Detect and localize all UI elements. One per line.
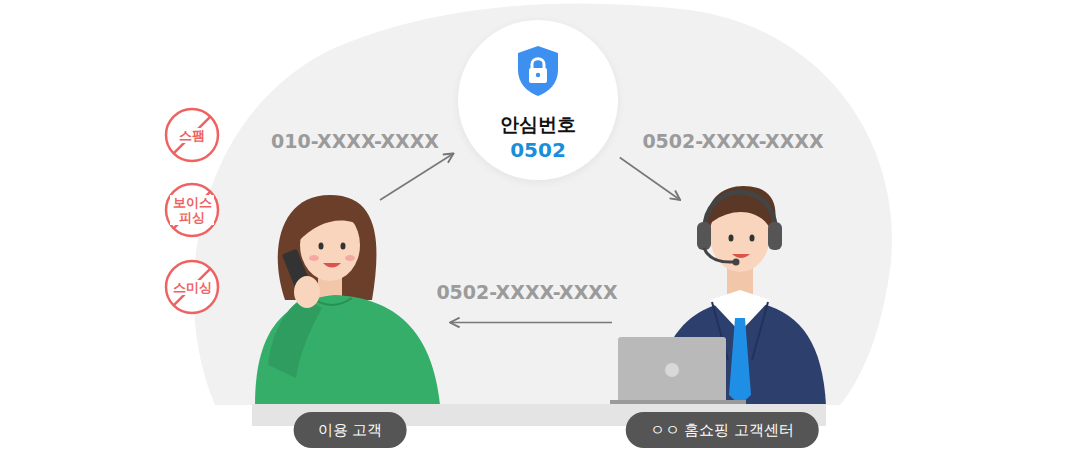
hub-number: 0502	[510, 136, 566, 164]
prohibition-badge: 보이스 피싱	[164, 182, 220, 238]
eye	[729, 235, 734, 242]
eye	[341, 243, 346, 250]
phone-number-label: 0502-XXXX-XXXX	[433, 281, 620, 303]
headset-band	[705, 192, 775, 235]
phone-number-label: 0502-XXXX-XXXX	[639, 130, 826, 152]
cheek	[309, 255, 319, 261]
shield-shape	[518, 46, 558, 96]
badge-text: 보이스 피싱	[170, 195, 214, 225]
headset-mic	[704, 248, 733, 262]
role-pill: 이용 고객	[294, 412, 407, 448]
shield-icon	[515, 44, 561, 98]
tie	[729, 318, 751, 405]
laptop-logo	[665, 363, 679, 377]
badge-text: 스미싱	[172, 280, 213, 295]
prohibition-ring	[166, 109, 218, 161]
earpiece	[768, 222, 782, 250]
number-flow-arrow	[450, 322, 612, 324]
background-blob	[194, 3, 892, 405]
laptop-screen	[618, 337, 726, 403]
prohibition-ring	[166, 261, 218, 313]
hand	[294, 276, 320, 308]
prohibition-ring	[166, 184, 218, 236]
prohibition-slash	[174, 117, 211, 154]
prohibition-badge: 스미싱	[164, 259, 220, 315]
cheek	[345, 255, 355, 261]
lock-body	[529, 68, 547, 83]
role-pill: ㅇㅇ 홈쇼핑 고객센터	[626, 412, 819, 448]
green-sweater	[255, 295, 440, 405]
phone-number-label: 010-XXXX-XXXX	[268, 130, 442, 152]
badge-text: 스팸	[178, 128, 206, 143]
earpiece	[697, 222, 711, 250]
sleeve	[268, 298, 322, 378]
mouth	[323, 263, 341, 268]
mic-tip	[733, 259, 740, 266]
eye	[319, 243, 324, 250]
eye	[750, 235, 755, 242]
safe-number-hub: 안심번호0502	[458, 20, 618, 180]
number-flow-arrow	[620, 158, 680, 201]
call-center-group: ㅇㅇ 홈쇼핑 고객센터	[612, 200, 832, 450]
hair-fringe	[298, 206, 364, 242]
prohibition-badge: 스팸	[164, 107, 220, 163]
hub-title: 안심번호	[500, 112, 576, 136]
lock-keyhole	[536, 73, 540, 77]
number-flow-arrow	[380, 154, 454, 201]
lock-shackle	[532, 59, 544, 69]
customer-group: 이용 고객	[250, 200, 450, 450]
mouth	[732, 254, 750, 258]
